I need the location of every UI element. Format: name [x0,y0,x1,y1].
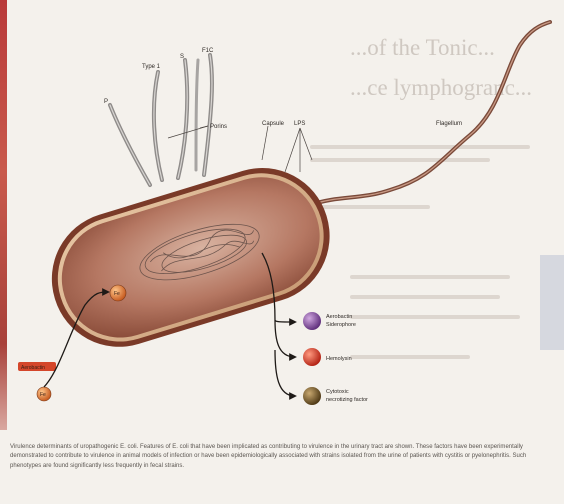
flagellum [310,22,550,205]
fe-inside-label: Fe [114,291,120,297]
fimbriae [110,55,212,185]
figure-caption: Virulence determinants of uropathogenic … [10,443,558,471]
s-fimbria-label: S [180,54,184,60]
ecoli-virulence-diagram: Fe Aerobactin Fe Aerobactin Siderophore … [0,0,564,440]
necrotizing-factor-label: necrotizing factor [326,397,368,403]
hemolysin-ball [303,348,321,366]
siderophore-label: Siderophore [326,322,356,328]
fe-outside-label: Fe [40,392,46,398]
f1c-fimbria-label: F1C [202,48,214,54]
aerobactin-outside-label: Aerobactin [21,365,45,371]
flagellum-label: Flagellum [436,121,462,127]
type1-fimbria-label: Type 1 [142,64,161,70]
label-leader-lines [168,126,312,172]
s-fimbria [178,60,187,178]
cnf-ball [303,387,321,405]
aerobactin-siderophore-ball [303,312,321,330]
p-fimbria-label: P [104,99,108,105]
aerobactin-siderophore-label: Aerobactin [326,314,352,320]
cytotoxic-label: Cytotoxic [326,389,349,395]
bacterium-body [35,151,346,363]
capsule-label: Capsule [262,121,285,127]
porins-label: Porins [210,124,227,130]
lps-label: LPS [294,121,305,127]
hemolysin-label: Hemolysin [326,356,352,362]
p-fimbria [110,105,150,185]
